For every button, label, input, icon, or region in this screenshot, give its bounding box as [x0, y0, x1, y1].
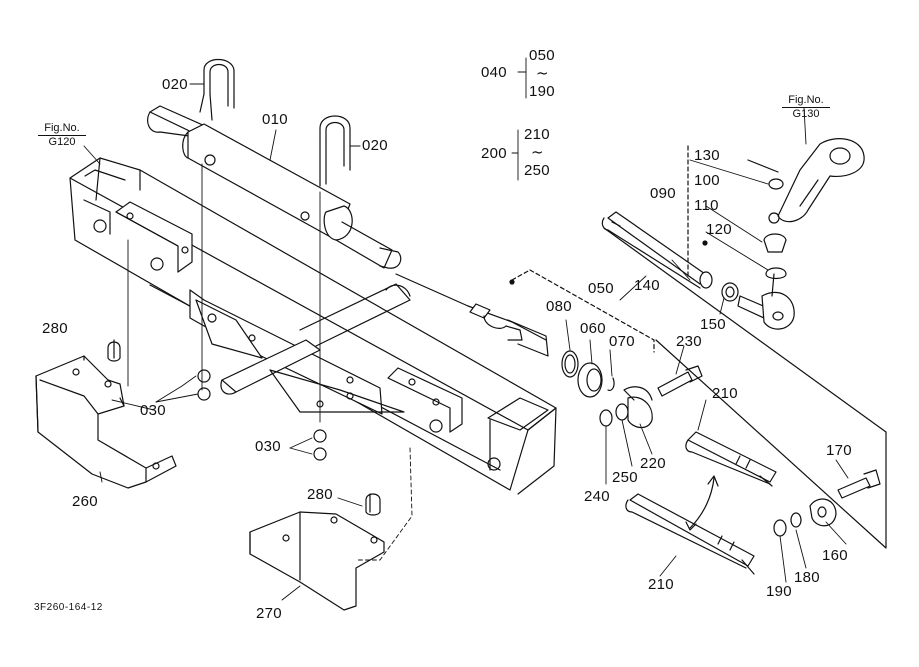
part-label-210: 210 [524, 126, 550, 143]
part-label-030: 030 [140, 402, 166, 419]
rod-210-upper [685, 431, 777, 487]
u-bolt-left [199, 58, 235, 121]
figure-ref-g130: Fig.No. G130 [782, 94, 830, 121]
part-label-230: 230 [676, 333, 702, 350]
part-label-170: 170 [826, 442, 852, 459]
part-label-180: 180 [794, 569, 820, 586]
part-label-040: 040 [481, 64, 507, 81]
part-label-050: 050 [588, 280, 614, 297]
part-label-280: 280 [307, 486, 333, 503]
part-label-030: 030 [255, 438, 281, 455]
reference-line-2 [655, 339, 887, 549]
part-label-150: 150 [700, 316, 726, 333]
part-label-020: 020 [162, 76, 188, 93]
part-label-120: 120 [706, 221, 732, 238]
part-label-090: 090 [650, 185, 676, 202]
figure-ref-number: G130 [782, 107, 830, 121]
nuts-030 [197, 369, 327, 461]
part-label-110: 110 [694, 197, 719, 214]
part-label-270: 270 [256, 605, 282, 622]
leader-lines [83, 57, 849, 601]
swap-arrow [689, 477, 715, 529]
figure-ref-label: Fig.No. [44, 122, 80, 134]
range-tilde: ~ [536, 64, 549, 82]
part-label-160: 160 [822, 547, 848, 564]
rod-210-lower [625, 493, 755, 575]
part-label-100: 100 [694, 172, 720, 189]
part-label-050: 050 [529, 47, 555, 64]
figure-ref-number: G120 [38, 135, 86, 149]
part-label-140: 140 [634, 277, 660, 294]
knuckle-arm [747, 138, 865, 280]
drawing-code: 3F260-164-12 [34, 602, 103, 613]
group-050-bracket [529, 269, 655, 353]
figure-ref-g120: Fig.No. G120 [38, 122, 86, 149]
part-label-190: 190 [766, 583, 792, 600]
tie-rod-end-150 [721, 273, 795, 330]
part-label-070: 070 [609, 333, 635, 350]
seal-parts [561, 350, 615, 398]
part-label-130: 130 [694, 147, 720, 164]
steering-cylinder [147, 105, 402, 269]
part-label-240: 240 [584, 488, 610, 505]
part-label-080: 080 [546, 298, 572, 315]
part-label-060: 060 [580, 320, 606, 337]
part-label-200: 200 [481, 145, 507, 162]
guard-plate-270 [249, 493, 385, 611]
range-tilde: ~ [531, 143, 544, 161]
part-label-250: 250 [524, 162, 550, 179]
part-label-260: 260 [72, 493, 98, 510]
nut-stack [599, 386, 653, 429]
part-label-010: 010 [262, 111, 288, 128]
clamp-assembly [773, 469, 881, 537]
part-label-210: 210 [648, 576, 674, 593]
tie-rod-140 [601, 211, 713, 289]
part-label-280: 280 [42, 320, 68, 337]
u-bolt-right [319, 115, 351, 187]
bolt-230 [657, 365, 703, 397]
part-label-190: 190 [529, 83, 555, 100]
part-label-220: 220 [640, 455, 666, 472]
guard-plate-260 [35, 339, 177, 489]
part-label-210: 210 [712, 385, 738, 402]
figure-ref-label: Fig.No. [788, 94, 824, 106]
center-pivot-plate [189, 283, 463, 433]
reference-line [603, 227, 887, 433]
part-label-020: 020 [362, 137, 388, 154]
frame-bracket-left [115, 201, 193, 273]
hydraulic-hose [395, 273, 549, 357]
part-label-250: 250 [612, 469, 638, 486]
